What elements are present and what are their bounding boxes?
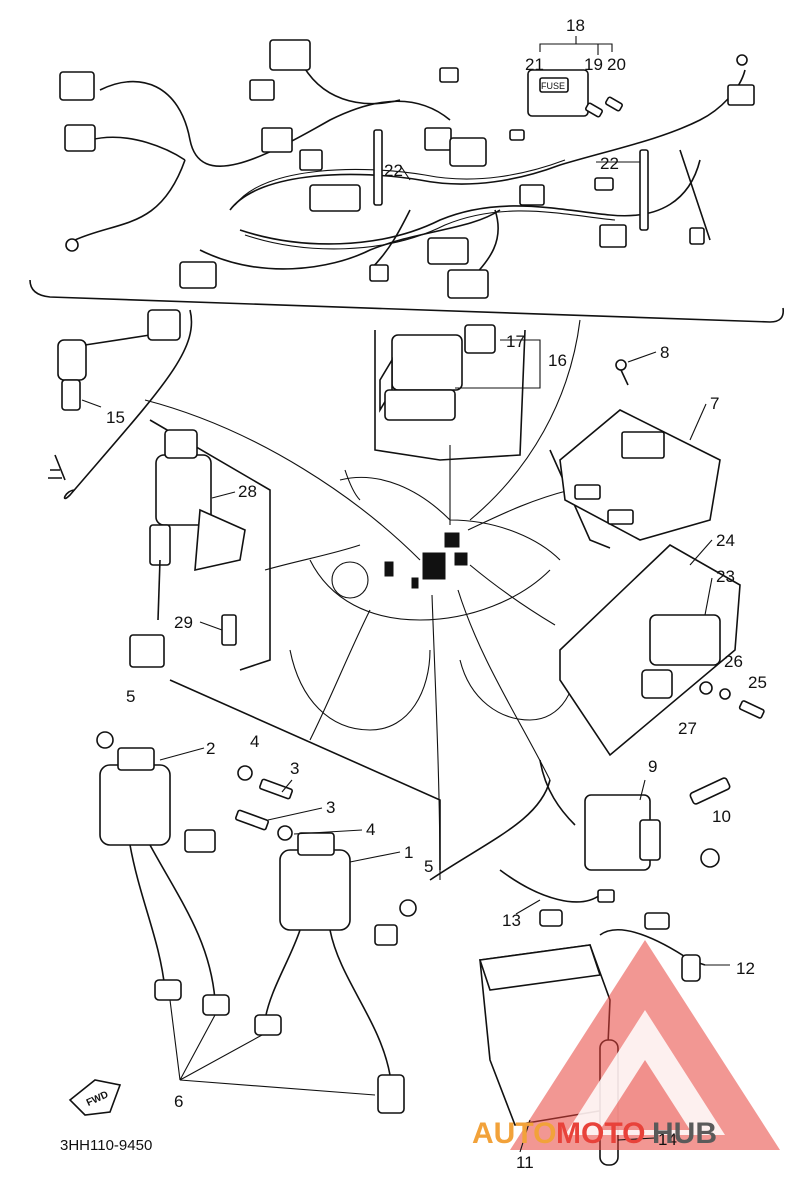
callout-27: 27 xyxy=(678,719,697,738)
callout-24: 24 xyxy=(716,531,735,550)
callout-22b: 22 xyxy=(600,154,619,173)
callout-3a: 3 xyxy=(290,759,299,778)
callout-2: 2 xyxy=(206,739,215,758)
callout-10: 10 xyxy=(712,807,731,826)
callout-4b: 4 xyxy=(366,820,375,839)
callout-26: 26 xyxy=(724,652,743,671)
callout-28: 28 xyxy=(238,482,257,501)
left-parts xyxy=(48,309,441,1116)
svg-text:FUSE: FUSE xyxy=(541,81,565,91)
watermark-auto: AUTO xyxy=(472,1117,556,1150)
callout-5b: 5 xyxy=(424,857,433,876)
callout-16: 16 xyxy=(548,351,567,370)
callout-21: 21 xyxy=(525,55,544,74)
callout-13: 13 xyxy=(502,911,521,930)
watermark-hub: HUB xyxy=(652,1117,717,1150)
motorcycle-outline xyxy=(144,319,581,881)
wire-harness: FUSE xyxy=(29,36,785,323)
callout-6: 6 xyxy=(174,1092,183,1111)
callout-9: 9 xyxy=(648,757,657,776)
callout-29: 29 xyxy=(174,613,193,632)
watermark-moto: MOTO xyxy=(556,1117,645,1150)
callout-labels: 1 2 3 3 4 4 5 5 6 7 8 9 10 11 12 13 14 1… xyxy=(106,16,767,1172)
callout-5a: 5 xyxy=(126,687,135,706)
callout-14: 14 xyxy=(658,1130,677,1149)
callout-20: 20 xyxy=(607,55,626,74)
watermark-text: AUTO MOTO HUB xyxy=(472,1117,717,1150)
leader-lines xyxy=(81,161,730,1153)
callout-19: 19 xyxy=(584,55,603,74)
watermark-logo xyxy=(510,940,780,1150)
callout-7: 7 xyxy=(710,394,719,413)
callout-18: 18 xyxy=(566,16,585,35)
callout-1: 1 xyxy=(404,843,413,862)
callout-25: 25 xyxy=(748,673,767,692)
callout-3b: 3 xyxy=(326,798,335,817)
callout-17: 17 xyxy=(506,332,525,351)
callout-22a: 22 xyxy=(384,161,403,180)
callout-12: 12 xyxy=(736,959,755,978)
callout-4a: 4 xyxy=(250,732,259,751)
callout-23: 23 xyxy=(716,567,735,586)
diagram-code: 3HH110-9450 xyxy=(60,1137,152,1154)
callout-15: 15 xyxy=(106,408,125,427)
callout-8: 8 xyxy=(660,343,669,362)
callout-11: 11 xyxy=(516,1153,534,1172)
